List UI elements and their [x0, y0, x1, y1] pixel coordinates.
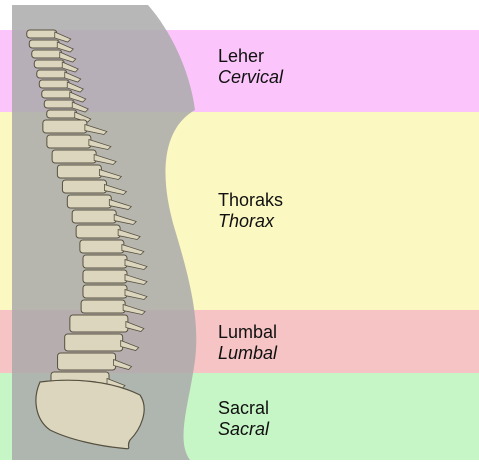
vertebra [72, 210, 116, 223]
label-sacral: Sacral Sacral [218, 398, 269, 440]
vertebra [43, 120, 87, 133]
vertebra [65, 334, 123, 351]
vertebra [67, 195, 111, 208]
vertebra [47, 110, 77, 118]
label-thorax-native: Thoraks [218, 190, 283, 211]
label-thorax: Thoraks Thorax [218, 190, 283, 232]
vertebra [83, 255, 127, 268]
vertebra [39, 80, 69, 88]
vertebra [81, 300, 125, 313]
label-lumbar-latin: Lumbal [218, 343, 277, 364]
vertebra [58, 353, 116, 370]
vertebra [47, 135, 91, 148]
vertebra [83, 285, 127, 298]
vertebra [70, 315, 128, 332]
label-sacral-native: Sacral [218, 398, 269, 419]
label-cervical-latin: Cervical [218, 67, 283, 88]
vertebra [57, 165, 101, 178]
vertebra [37, 70, 67, 78]
vertebra [62, 180, 106, 193]
label-cervical-native: Leher [218, 46, 283, 67]
vertebra [80, 240, 124, 253]
vertebra [76, 225, 120, 238]
vertebra [29, 40, 59, 48]
vertebra [83, 270, 127, 283]
label-sacral-latin: Sacral [218, 419, 269, 440]
label-thorax-latin: Thorax [218, 211, 283, 232]
vertebra [27, 30, 57, 38]
label-cervical: Leher Cervical [218, 46, 283, 88]
vertebra [44, 100, 74, 108]
vertebra [34, 60, 64, 68]
label-lumbar-native: Lumbal [218, 322, 277, 343]
vertebra [42, 90, 72, 98]
vertebra [32, 50, 62, 58]
vertebra [52, 150, 96, 163]
label-lumbar: Lumbal Lumbal [218, 322, 277, 364]
